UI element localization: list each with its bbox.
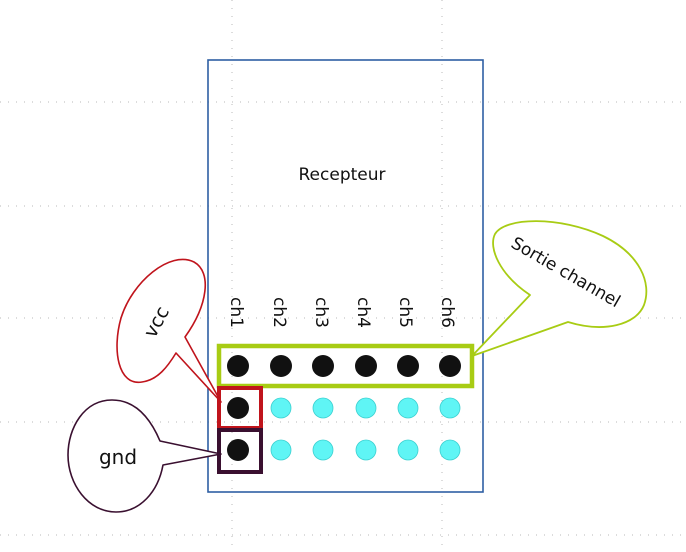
pin-empty [397,439,419,461]
channel-label-4: ch4 [353,297,373,328]
gnd-label: gnd [99,445,137,469]
receiver-box [207,59,484,493]
channel-label-2: ch2 [269,297,289,328]
vcc-callout-bubble [116,258,222,403]
gnd-callout-bubble [67,399,222,513]
pin-row-signal [227,355,461,377]
pin-empty [312,397,334,419]
pin-row-vcc [227,397,461,419]
pin-vcc [227,397,249,419]
pin-gnd [227,439,249,461]
pin-empty [439,439,461,461]
pin-ch1-signal [227,355,249,377]
channel-label-5: ch5 [395,297,415,328]
signal-row-highlight [216,343,475,389]
receiver-title: Recepteur [299,165,386,185]
pin-ch3-signal [312,355,334,377]
pin-empty [397,397,419,419]
channel-label-1: ch1 [226,297,246,328]
pin-ch2-signal [270,355,292,377]
pin-empty [312,439,334,461]
pin-ch4-signal [355,355,377,377]
pin-ch6-signal [439,355,461,377]
sortie-callout-bubble [471,220,648,357]
channel-label-6: ch6 [437,297,457,328]
pin-empty [355,397,377,419]
gnd-pin-highlight [217,428,263,474]
pin-empty [270,439,292,461]
pin-row-gnd [227,439,461,461]
pin-empty [355,439,377,461]
pin-empty [270,397,292,419]
channel-labels: ch1 ch2 ch3 ch4 ch5 ch6 [226,297,457,328]
channel-label-3: ch3 [311,297,331,328]
pin-empty [439,397,461,419]
pin-ch5-signal [397,355,419,377]
